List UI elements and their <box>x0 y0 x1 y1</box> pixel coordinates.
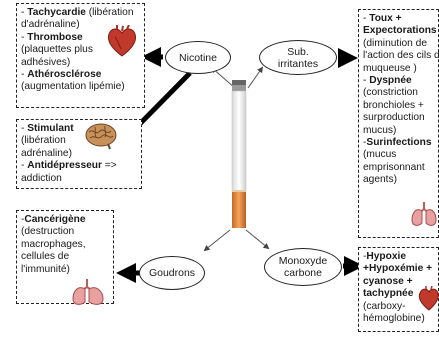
resp-line: surproduction <box>363 112 425 124</box>
hypo-line: tachypnée <box>363 288 414 300</box>
brain-line: (libération <box>21 135 66 147</box>
resp-line: mucus) <box>363 124 397 136</box>
cancer-line: macrophages, <box>21 238 86 250</box>
resp-line: bronchioles + <box>363 99 424 111</box>
lungs-icon <box>72 279 104 305</box>
lungs-icon <box>411 202 437 226</box>
brain-icon <box>85 123 117 150</box>
brain-line: - Stimulant <box>21 123 74 134</box>
hypo-line: hémoglobine) <box>363 313 425 325</box>
resp-line: emprisonnant <box>363 161 425 173</box>
brain-line: adrénaline) <box>21 147 72 159</box>
node-sub-label-1: Sub. <box>287 45 309 58</box>
box-respiratory: - Toux + Expectorations (diminution de l… <box>358 9 439 238</box>
node-nicotine-label: Nicotine <box>179 51 217 64</box>
cancer-line: -Cancérigène <box>21 214 86 225</box>
box-brain: - Stimulant (libération adrénaline) - An… <box>16 119 142 189</box>
cigarette-icon <box>231 80 247 228</box>
box-hypoxie: -Hypoxie +Hypoxémie + cyanose + tachypné… <box>358 247 439 332</box>
cardio-line: adhésives) <box>21 56 71 68</box>
line-cig-goudrons <box>203 229 231 252</box>
resp-line: - Dyspnée <box>363 75 412 87</box>
box-cardio: - Tachycardie (libération d'adrénaline) … <box>16 3 145 108</box>
resp-line: (constriction <box>363 87 418 99</box>
node-goudrons-label: Goudrons <box>148 267 196 279</box>
line-cig-monoxyde <box>245 229 270 250</box>
hypo-line: (carboxy- <box>363 300 406 312</box>
cardio-line: (augmentation lipémie) <box>21 81 125 93</box>
resp-line: l'action des cils du <box>363 50 439 62</box>
node-goudrons: Goudrons <box>139 256 205 290</box>
resp-line: (mucus <box>363 149 397 161</box>
resp-line: muqueuse ) <box>363 62 417 74</box>
heart-icon <box>418 286 439 311</box>
cardio-line: - Athérosclérose <box>21 69 102 81</box>
cancer-line: l'immunité) <box>21 263 70 275</box>
node-monoxyde-label-2: carbone <box>284 267 322 279</box>
hypo-line: +Hypoxémie + <box>363 263 433 275</box>
node-monoxyde-label-1: Monoxyde <box>278 255 328 267</box>
cardio-line: d'adrénaline) <box>21 19 80 31</box>
node-sub-irritantes: Sub. irritantes <box>259 40 337 75</box>
resp-line: (diminution de <box>363 37 427 49</box>
resp-line: - Toux + <box>363 13 402 24</box>
heart-icon <box>107 25 137 57</box>
node-nicotine: Nicotine <box>165 41 231 74</box>
cardio-line: - Thrombose <box>21 31 83 43</box>
line-cig-sub <box>247 66 264 89</box>
resp-line: Expectorations <box>363 25 437 37</box>
node-monoxyde-carbone: Monoxyde carbone <box>264 248 342 286</box>
cardio-line: (plaquettes plus <box>21 44 93 56</box>
hypo-line: -Hypoxie <box>363 251 407 262</box>
cancer-line: cellules de <box>21 251 70 263</box>
hypo-line: cyanose + <box>363 275 413 287</box>
node-sub-label-2: irritantes <box>277 57 319 70</box>
cardio-line: - Tachycardie (libération <box>21 7 134 18</box>
resp-line: -Surinfections <box>363 137 432 149</box>
brain-line: - Antidépresseur => <box>21 160 117 172</box>
resp-line: agents) <box>363 174 397 186</box>
cancer-line: (destruction <box>21 226 75 238</box>
brain-line: addiction <box>21 172 62 184</box>
